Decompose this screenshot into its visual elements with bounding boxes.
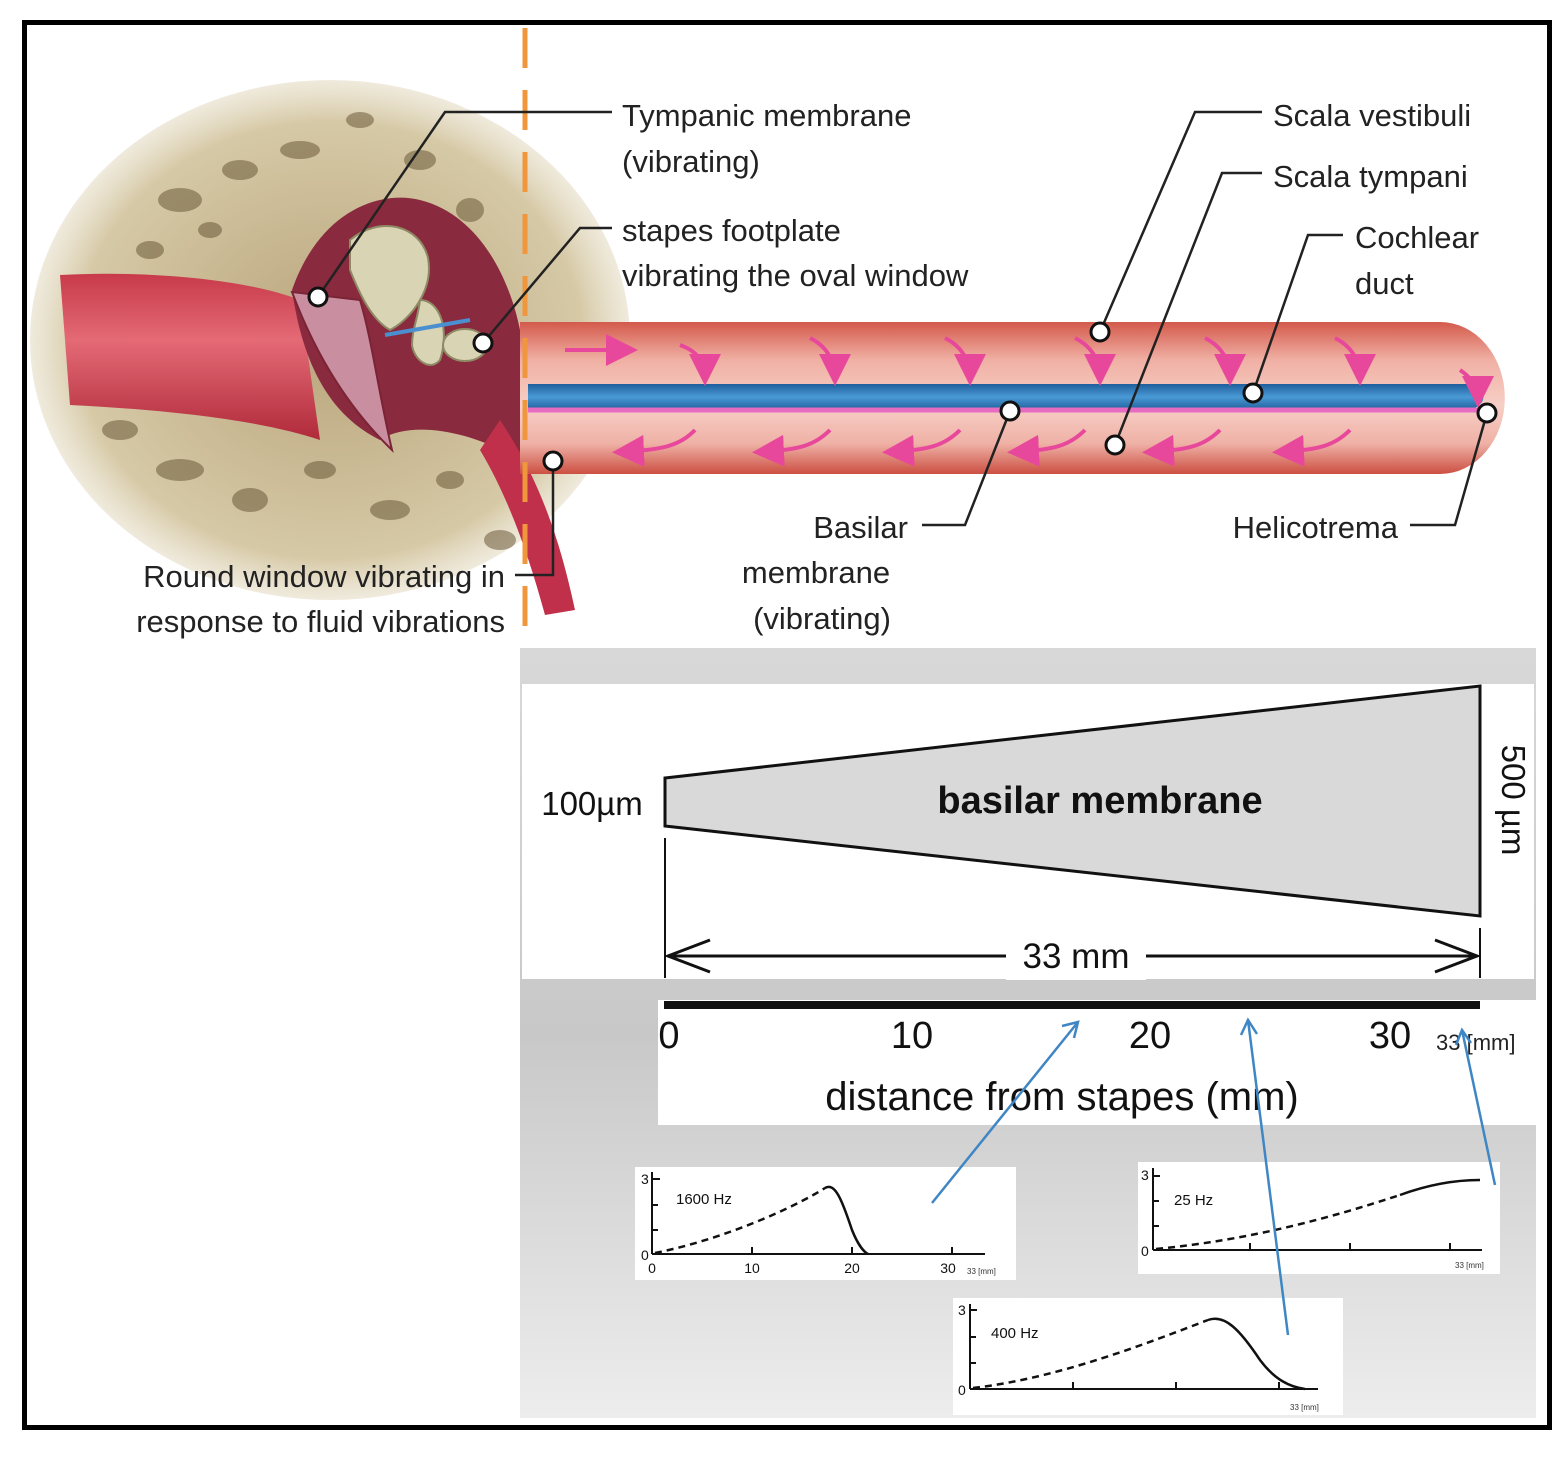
plot-xtick-10: 10 [744,1260,760,1276]
flow-arrows [565,334,1494,467]
pointer-arrows [931,1017,1497,1336]
label-scala-vestibuli: Scala vestibuli [1273,98,1471,133]
membrane-length: 33 mm [1023,937,1130,976]
plot-freq-label: 400 Hz [991,1325,1039,1342]
response-curve-solid [1207,1317,1306,1391]
response-curve-dashed [654,1186,826,1255]
label-helicotrema: Helicotrema [1233,510,1399,545]
label-scala-tympani: Scala tympani [1273,159,1468,194]
round-window-canal [480,420,575,615]
ossicles [349,225,488,366]
plot-xtick-30: 30 [940,1260,956,1276]
distance-tick-0: 0 [658,1015,679,1057]
plot-ymin: 0 [958,1382,966,1398]
distance-axis: 0 10 20 30 33 [mm] distance from stapes … [658,1000,1536,1125]
label-cochlear-2: duct [1355,266,1414,301]
tympanic-membrane-shape [290,290,394,454]
plot-ymin: 0 [1141,1243,1149,1259]
response-curve-solid [1399,1178,1481,1197]
plot-ymin: 0 [641,1247,649,1263]
distance-tick-30: 30 [1369,1015,1411,1057]
plot-xend: 33 [mm] [1290,1403,1319,1412]
response-plot-1600hz: 1600 Hz 3 0 0 10 20 30 33 [mm] [635,1167,1016,1280]
membrane-wide-width: 500 µm [1495,745,1532,856]
bone-texture [102,112,516,550]
plot-xend: 33 [mm] [967,1267,996,1276]
label-round-window-1: Round window vibrating in [143,559,505,594]
plot-xtick-20: 20 [844,1260,860,1276]
leader-dots [307,286,1498,472]
label-stapes-2: vibrating the oval window [622,258,969,293]
plot-ymax: 3 [1141,1167,1149,1183]
label-basilar-1: Basilar [813,510,908,545]
label-basilar-2: membrane [742,555,890,590]
distance-tick-20: 20 [1129,1015,1171,1057]
membrane-narrow-width: 100µm [541,785,643,822]
plot-freq-label: 1600 Hz [676,1191,732,1208]
label-cochlear-1: Cochlear [1355,220,1479,255]
membrane-title: basilar membrane [937,780,1262,822]
response-plot-400hz: 400 Hz 3 0 33 [mm] [953,1298,1343,1415]
response-curve-dashed [1155,1193,1401,1251]
ear-canal [60,273,320,440]
label-tympanic-1: Tympanic membrane [622,98,911,133]
membrane-trapezoid [663,684,1482,918]
label-stapes-1: stapes footplate [622,213,841,248]
distance-tick-10: 10 [891,1015,933,1057]
response-curve-dashed [972,1318,1209,1390]
plot-ymax: 3 [958,1302,966,1318]
label-tympanic-2: (vibrating) [622,144,760,179]
distance-end-label: 33 [mm] [1436,1030,1515,1055]
plot-freq-label: 25 Hz [1174,1192,1213,1209]
response-curve-solid [824,1185,869,1256]
label-basilar-3: (vibrating) [753,601,891,636]
plot-xend: 33 [mm] [1455,1261,1484,1270]
label-round-window-2: response to fluid vibrations [136,604,505,639]
ear-illustration [30,28,1505,690]
plot-xtick-0: 0 [648,1260,656,1276]
leader-lines [316,110,1489,577]
distance-axis-label: distance from stapes (mm) [825,1075,1298,1119]
response-plot-25hz: 25 Hz 3 0 33 [mm] [1138,1162,1500,1274]
plot-ymax: 3 [641,1171,649,1187]
membrane-schematic: basilar membrane 100µm 500 µm 33 mm [522,684,1534,980]
